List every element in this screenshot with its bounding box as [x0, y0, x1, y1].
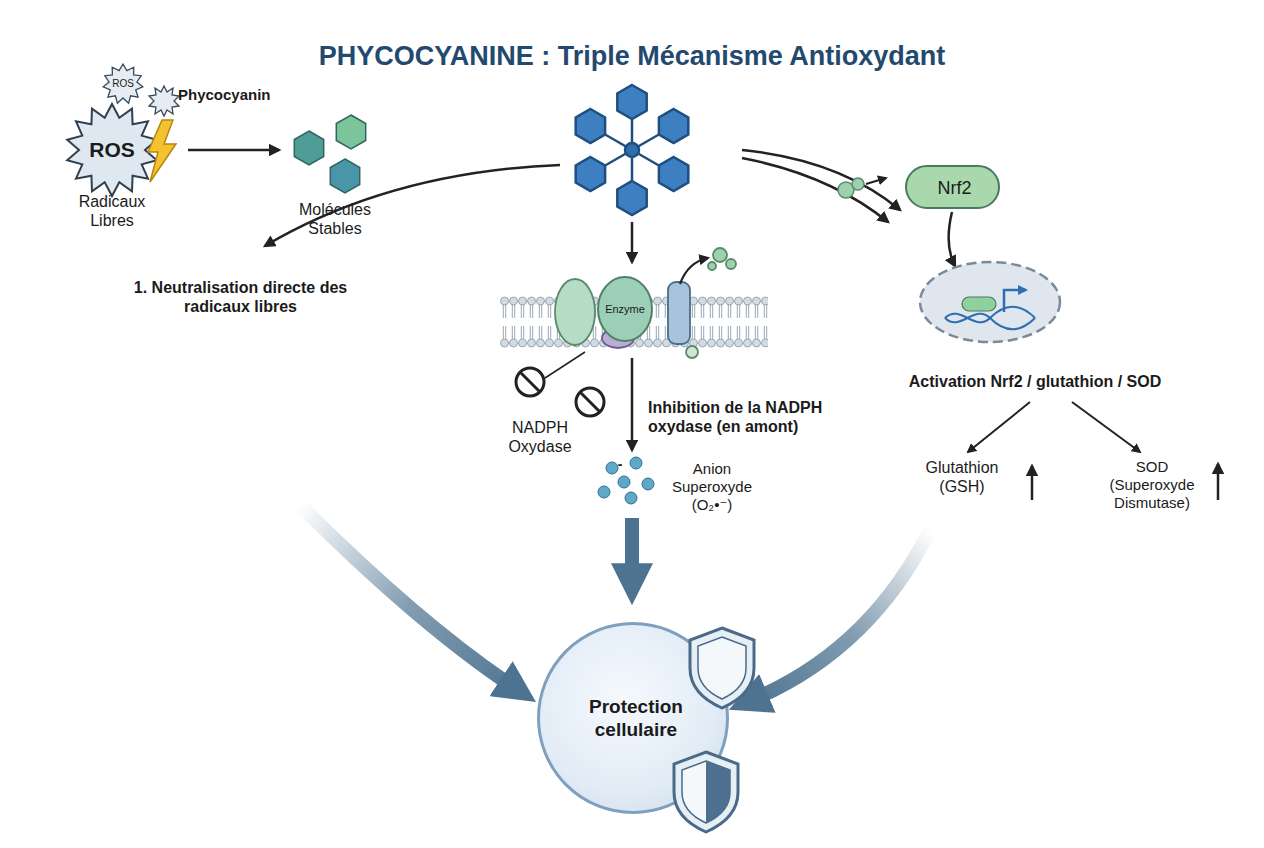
- shield-icon: [674, 752, 738, 832]
- annotation-label: Phycocyanin: [178, 86, 308, 104]
- node-text: Nrf2: [907, 178, 1002, 200]
- stable-molecules: Molécules Stables: [285, 112, 385, 240]
- annotation-label: Glutathion (GSH): [912, 458, 1012, 496]
- inhibition-symbol: [516, 352, 604, 416]
- protection-arrow: [752, 530, 930, 700]
- annotation-label: Inhibition de la NADPH oxydase (en amont…: [648, 398, 863, 436]
- node-text: Enzyme: [597, 303, 653, 316]
- annotation-label: -: [613, 456, 627, 473]
- node-text: Radicaux Libres: [60, 192, 164, 230]
- stable-hexagon: [336, 115, 365, 149]
- annotation-label: SOD (Superoxyde Dismutase): [1097, 458, 1207, 512]
- protected-cell: Protection cellulaire: [537, 622, 729, 814]
- annotation-label: 1. Neutralisation directe des radicaux l…: [128, 278, 353, 316]
- superoxide-particles: [598, 457, 654, 504]
- annotation-label: NADPH Oxydase: [495, 418, 585, 456]
- flow-arrow: [949, 212, 955, 266]
- protection-arrow: [300, 505, 515, 688]
- ros-burst: ROS Radicaux Libres: [60, 100, 182, 235]
- stable-hexagon: [330, 159, 359, 193]
- enzyme-protein: Enzyme: [597, 276, 653, 342]
- node-text: ROS: [60, 137, 164, 162]
- node-text: Protection cellulaire: [561, 696, 711, 742]
- enzyme-outline: [598, 277, 652, 341]
- node-text: Molécules Stables: [285, 200, 385, 238]
- stable-hexagon: [294, 131, 323, 165]
- branch-arrows: [265, 150, 900, 262]
- annotation-label: Anion Superoxyde (O₂•⁻): [662, 460, 762, 514]
- shield-icon: [690, 628, 754, 708]
- lightning-bolt: [148, 120, 176, 182]
- flow-arrow: [631, 358, 634, 450]
- diagram-title: PHYCOCYANINE : Triple Mécanisme Antioxyd…: [0, 40, 1264, 72]
- nrf2-factor: Nrf2: [905, 165, 1000, 209]
- phycocyanin-molecule: [576, 85, 689, 215]
- keap1-release: [838, 178, 886, 198]
- flow-arrow: [188, 149, 279, 152]
- nadph-oxidase-complex: [555, 248, 736, 358]
- annotation-label: Activation Nrf2 / glutathion / SOD: [870, 372, 1200, 391]
- ros-burst: ROS: [100, 64, 146, 106]
- ros-burst: [149, 86, 179, 116]
- node-text: ROS: [100, 78, 146, 90]
- protection-arrow: [625, 518, 639, 580]
- nucleus: [920, 262, 1060, 342]
